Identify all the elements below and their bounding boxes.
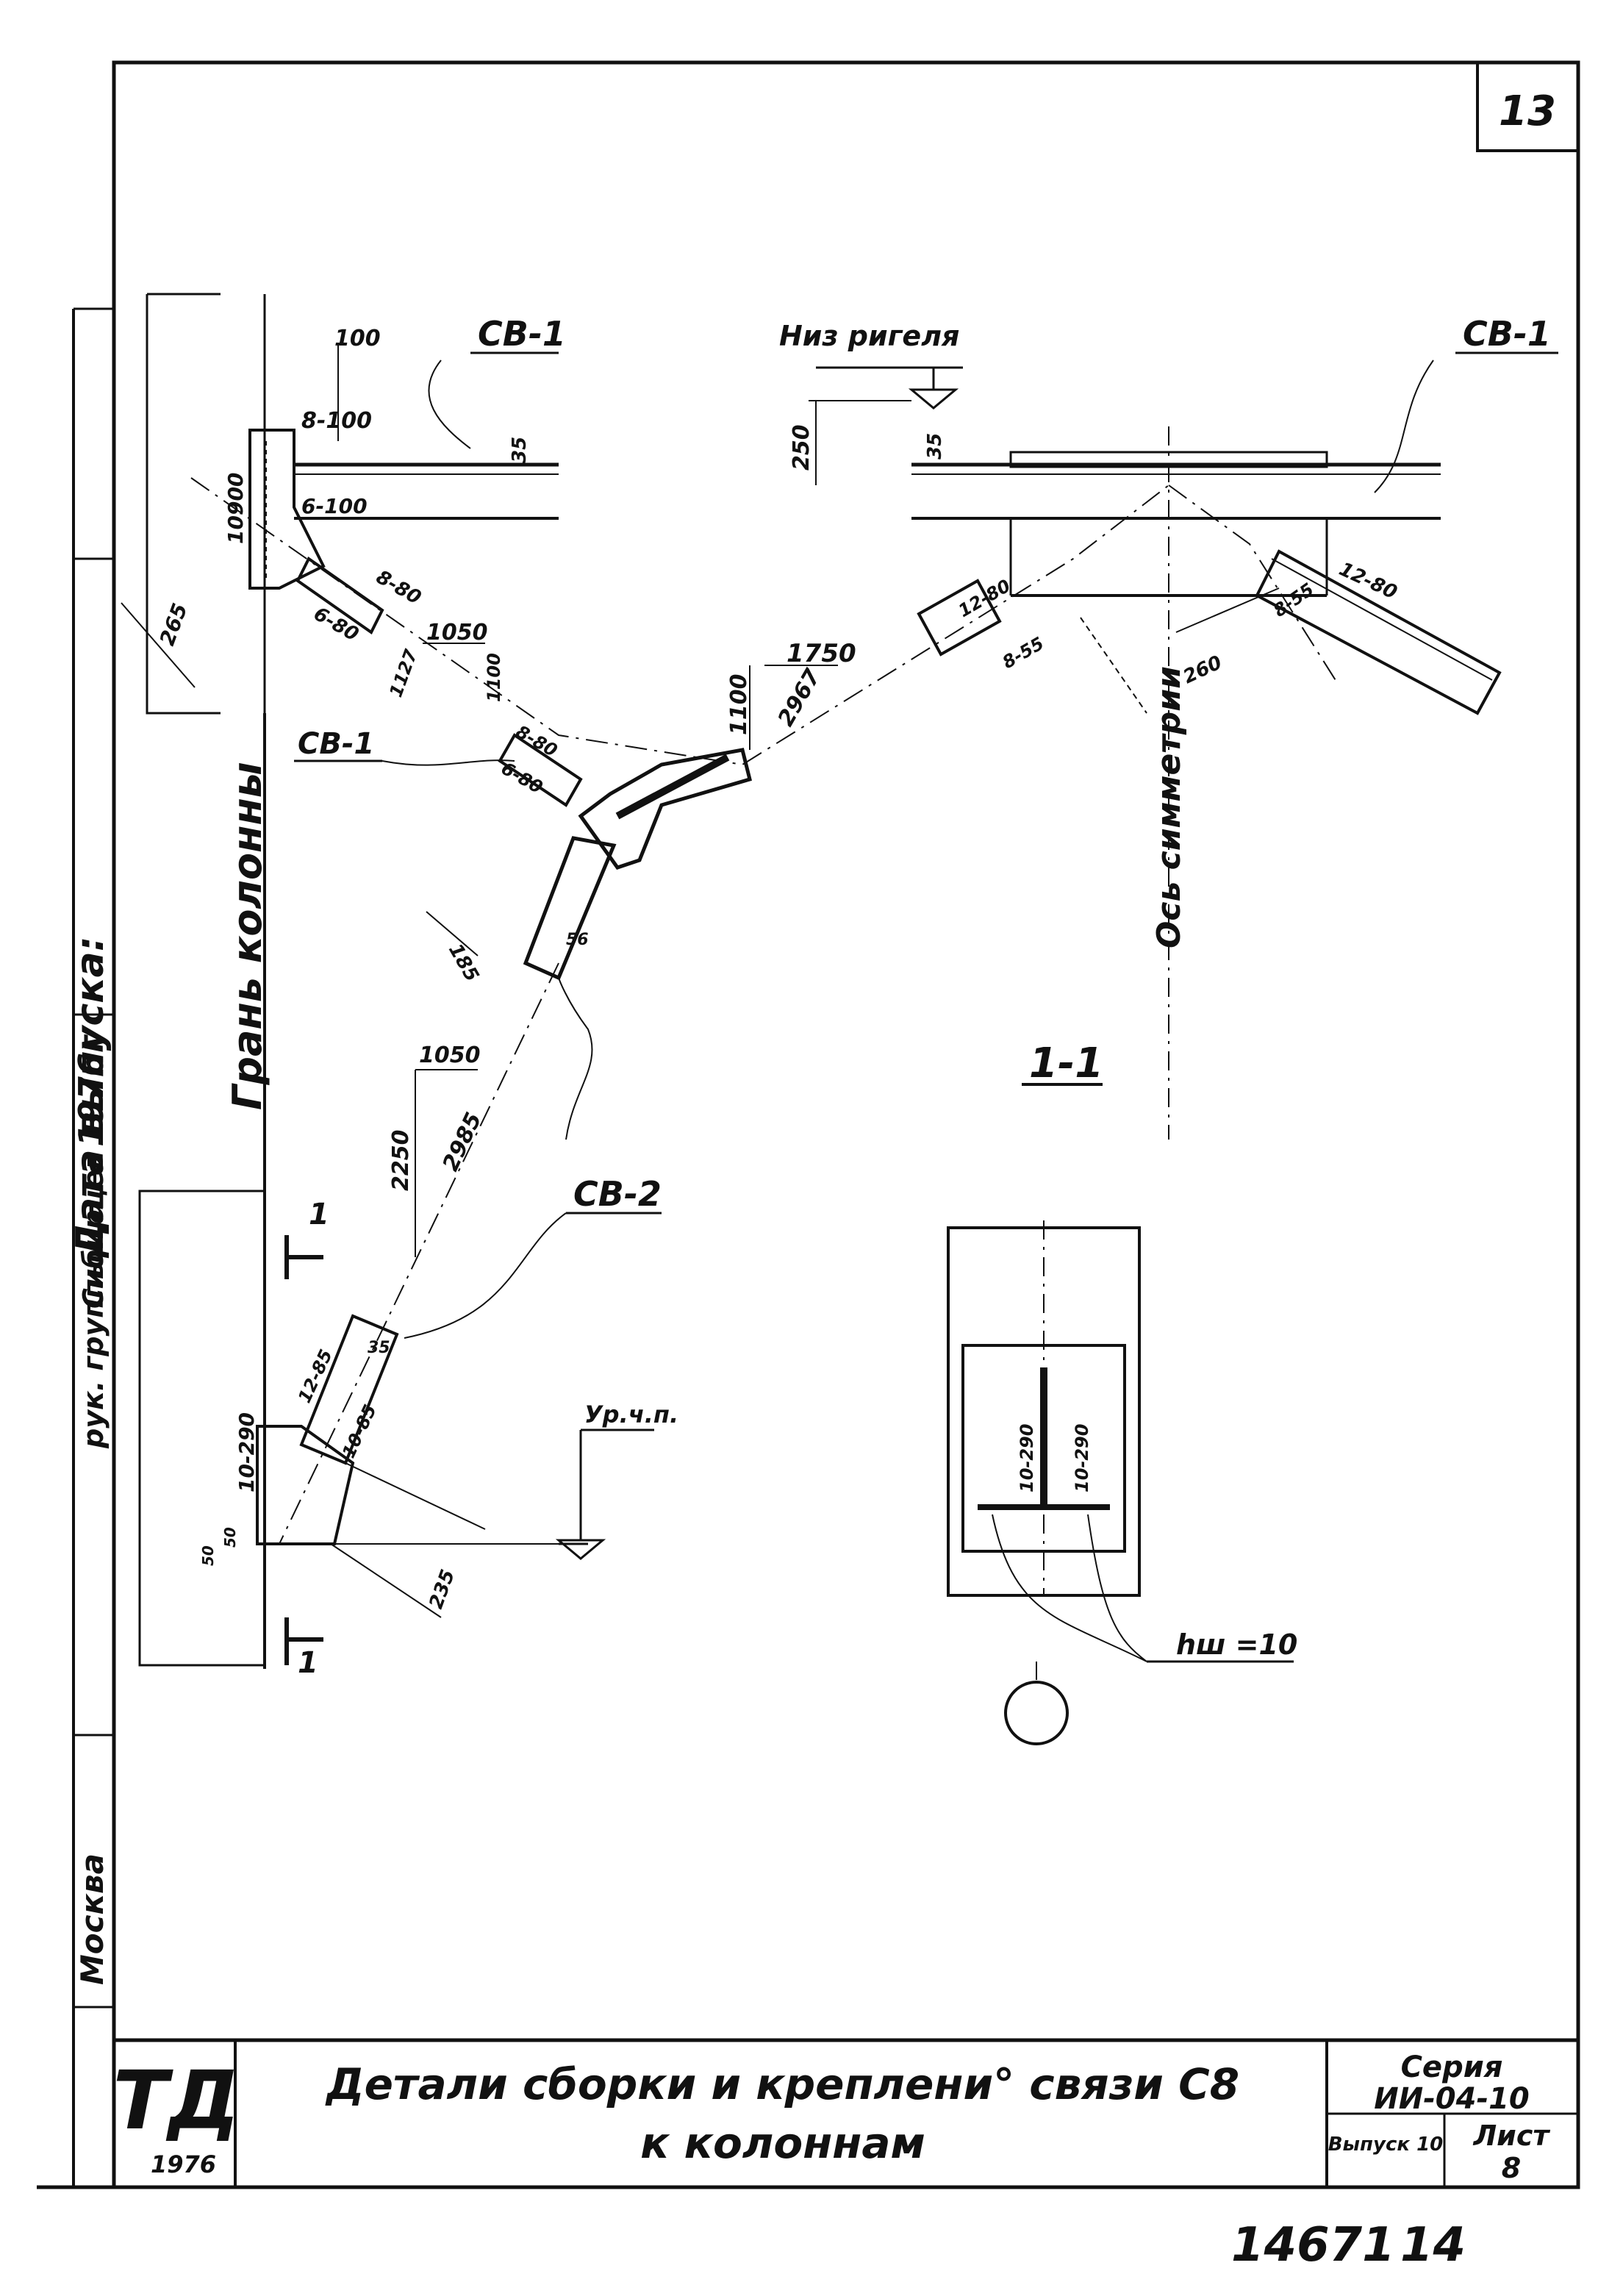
mark-cb1-top-left: СВ-1 — [478, 314, 566, 354]
sheet-number: 13 — [1499, 87, 1556, 135]
dim-6: 35 — [924, 433, 946, 459]
dim-7: 10900 — [223, 473, 248, 544]
sheet-value: 8 — [1502, 2152, 1521, 2184]
release-date-label: Дата выпуска: — [68, 937, 112, 1259]
mark-leaders — [294, 351, 1558, 1339]
sheet-frame — [37, 60, 1580, 2189]
dim-11: 1050 — [426, 620, 488, 645]
dim-36: 10-290 — [1017, 1424, 1037, 1492]
dim-17: 8-80 — [512, 721, 561, 761]
axis-symmetry-label: Ось симметрии — [1150, 666, 1188, 948]
dim-14: 1750 — [787, 639, 856, 668]
dim-1: 100 — [334, 326, 381, 351]
series-value: ИИ-04-10 — [1374, 2082, 1529, 2116]
upper-right-centerline — [1168, 484, 1339, 684]
dim-32: 10-290 — [234, 1412, 259, 1492]
dim-26: 1050 — [419, 1043, 481, 1068]
mark-cb1-middle: СВ-1 — [298, 727, 374, 761]
level-marks — [309, 366, 963, 1560]
release-year: 1976г — [71, 1034, 111, 1147]
dim-35: 235 — [425, 1567, 459, 1612]
cut-mark-top: 1 — [309, 1198, 329, 1231]
stamp-margin: Дата выпуска: 1976г рук. группы Сибирцев… — [68, 937, 112, 1986]
weld-height-label: hш =10 — [1176, 1628, 1297, 1661]
dim-20: 56 — [566, 931, 589, 949]
dim-25: 260 — [1180, 651, 1225, 688]
dim-12: 1127 — [385, 646, 421, 700]
dim-19: 185 — [444, 940, 483, 986]
dim-16: 2967 — [773, 665, 826, 731]
dim-15: 1100 — [726, 674, 752, 736]
dim-18: 6-80 — [498, 758, 546, 798]
dim-22: 8-55 — [999, 633, 1047, 673]
section-label: 1-1 — [1029, 1040, 1103, 1087]
sheet-number-box: 13 — [1476, 61, 1580, 152]
page-number: 14 — [1400, 2218, 1466, 2272]
dim-23: 12-80 — [1336, 558, 1400, 604]
dim-3: 6-100 — [301, 494, 368, 518]
dim-4: 35 — [509, 437, 531, 463]
upper-diagonal-braces — [295, 549, 1502, 807]
upper-centerline — [190, 477, 1169, 766]
mark-cb1-top-right: СВ-1 — [1463, 314, 1551, 354]
dim-37: 10-290 — [1072, 1424, 1092, 1492]
upper-beam — [294, 451, 1441, 597]
lower-column — [138, 1190, 265, 1667]
cut-mark-bottom: 1 — [298, 1646, 318, 1680]
sheet-label: Лист — [1473, 2120, 1551, 2152]
dim-33: 50 — [199, 1545, 217, 1566]
dim-10: 265 — [155, 600, 193, 648]
dim-28: 2985 — [438, 1109, 487, 1175]
signer: Сибирцев — [77, 1152, 110, 1309]
dim-2: 8-100 — [301, 408, 372, 434]
logo-mark: ТД — [112, 2053, 240, 2147]
series-label: Серия — [1401, 2050, 1503, 2084]
section-cut-markers: 1 1 — [284, 1198, 329, 1680]
floor-level-label: Ур.ч.п. — [584, 1401, 678, 1428]
section-1-1-detail — [947, 1220, 1294, 1745]
group-head: рук. группы — [77, 1254, 110, 1449]
archive-number: 14671 — [1231, 2218, 1395, 2272]
dim-27: 2250 — [388, 1130, 414, 1192]
center-connection — [523, 748, 753, 981]
upper-gusset — [248, 429, 326, 590]
title-line-2: к колоннам — [640, 2118, 925, 2168]
mark-cb2: СВ-2 — [573, 1174, 662, 1214]
title-line-1: Детали сборки и креплени° связи С8 — [325, 2059, 1239, 2109]
beam-bottom-label: Низ ригеля — [779, 320, 959, 352]
dim-5: 250 — [789, 424, 814, 471]
dim-31: 10-85 — [338, 1401, 381, 1461]
title-block: ТД 1976 Детали сборки и креплени° связи … — [112, 2038, 1578, 2187]
issue-label: Выпуск 10 — [1328, 2134, 1444, 2156]
dim-30: 35 — [368, 1339, 390, 1357]
dimension-lines — [121, 346, 1280, 1618]
dim-8: 8-80 — [373, 566, 425, 609]
city: Москва — [74, 1853, 110, 1985]
dim-34: 50 — [221, 1527, 239, 1548]
lower-centerline — [279, 962, 559, 1545]
dim-13: 1100 — [484, 653, 504, 702]
logo-year: 1976 — [151, 2150, 216, 2178]
column-face-label: Грань колонны — [224, 762, 270, 1110]
